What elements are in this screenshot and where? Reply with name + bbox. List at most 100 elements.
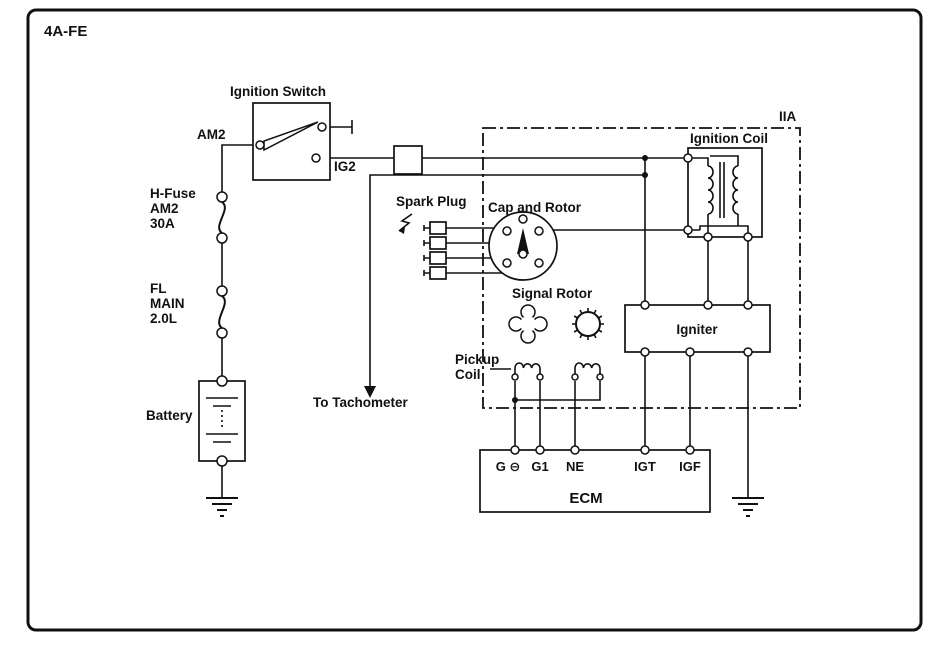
coil-terminal-b [683,153,693,163]
junction-dot [642,172,648,178]
ecm-terminal-igt [640,445,650,455]
spark-icon [398,213,413,232]
battery-label: Battery [146,408,193,423]
igniter-label: Igniter [676,322,718,337]
h-fuse-label-1: H-Fuse [150,186,196,201]
ne-pickup-coil-icon [571,362,604,381]
spark-plugs: Spark Plug [396,194,467,280]
coil-terminal [596,373,604,381]
coil-loops [514,362,541,369]
ignition-coil-box [687,147,763,238]
gear-teeth [572,308,604,340]
igniter-terminal [703,300,713,310]
pickup-coil-label-1: Pickup [455,352,499,367]
spark-plug-2 [423,236,447,250]
ig2-terminal-label: IG2 [334,159,356,174]
coil-secondary-bottom [692,214,749,233]
plug-body [429,236,447,250]
cap-terminal [502,258,512,268]
fuse-terminal [216,232,228,244]
h-fuse-label-2: AM2 [150,201,179,216]
ecm-terminal-label-g-minus: G ⊖ [496,459,521,474]
fuse-terminal [216,285,228,297]
fuse-terminal [216,191,228,203]
fuse-element-icon [218,201,226,234]
igniter-terminal [743,300,753,310]
g-pickup-coil-icon [511,362,544,381]
ecm-terminal-g1 [535,445,545,455]
junction-dot [512,397,518,403]
g-signal-rotor-icon [508,304,548,344]
cap-terminal [534,226,544,236]
spark-plug-label: Spark Plug [396,194,467,209]
coil-terminal [536,373,544,381]
signal-rotor-label: Signal Rotor [512,286,593,301]
iia-boundary: IIA [482,109,801,409]
plug-electrode [423,270,430,276]
ecm-label: ECM [569,490,602,507]
junction-dot [642,155,648,161]
spark-plug-4 [423,266,447,280]
coil-leads [514,368,541,374]
tachometer-arrowhead [364,386,376,398]
wire-am2 [221,144,256,192]
plug-electrode [423,255,430,261]
ignition-switch-label: Ignition Switch [230,84,326,99]
page-title: 4A-FE [44,23,87,40]
fuse-terminal [216,327,228,339]
plug-body [429,266,447,280]
igniter: Igniter [624,300,771,517]
coil-loops [574,362,601,369]
ground-symbol [732,497,764,517]
coil-primary-top [692,157,709,166]
secondary-winding-icon [732,165,739,215]
fusible-link: FL MAIN 2.0L [150,281,228,339]
coil-secondary-top [710,155,739,166]
iia-dashed-box [482,127,801,409]
ground-symbol [206,497,238,517]
coil-terminal-aux [743,232,753,242]
switch-terminal-am2 [255,140,265,150]
gear-body [575,311,601,337]
ecm-terminal-label-ne: NE [566,459,584,474]
ignition-coil: Ignition Coil [683,131,768,242]
ecm: G ⊖ G1 NE IGT IGF ECM [479,445,711,513]
plug-body [429,221,447,235]
igniter-terminal-ground [743,347,753,357]
ne-signal-rotor-icon [572,308,604,340]
battery-terminal-pos [216,375,228,387]
h-fuse-label-3: 30A [150,216,175,231]
fl-label-2: MAIN [150,296,185,311]
igniter-terminal [640,300,650,310]
pickup-coils: Pickup Coil [455,352,604,382]
rotor-icon [517,228,529,254]
spark-plug-1 [423,221,447,235]
rotor-hub [520,316,536,332]
igniter-terminal-igt [640,347,650,357]
plug-electrode [423,240,430,246]
switch-terminal-top [317,122,327,132]
fusible-link-element-icon [218,295,226,329]
igniter-terminal-igf [685,347,695,357]
cap-center-terminal [518,214,528,224]
h-fuse: H-Fuse AM2 30A [150,186,228,244]
igniter-box [624,304,771,353]
rotor-shaft [518,249,528,259]
fl-label-1: FL [150,281,167,296]
am2-terminal-label: AM2 [197,127,226,142]
coil-core-icon [719,162,725,218]
ignition-coil-label: Ignition Coil [690,131,768,146]
coil-terminal-neg [703,232,713,242]
coil-terminal [511,373,519,381]
coil-terminal [571,373,579,381]
cap-and-rotor-label: Cap and Rotor [488,200,582,215]
ecm-terminal-g-minus [510,445,520,455]
wire-pickup-common [515,381,601,401]
plug-electrode [423,225,430,231]
wire-tachometer [369,174,645,388]
plug-body [429,251,447,265]
pickup-coil-label-2: Coil [455,367,481,382]
ignition-switch: Ignition Switch AM2 IG2 [197,84,356,181]
battery: Battery [146,375,246,517]
